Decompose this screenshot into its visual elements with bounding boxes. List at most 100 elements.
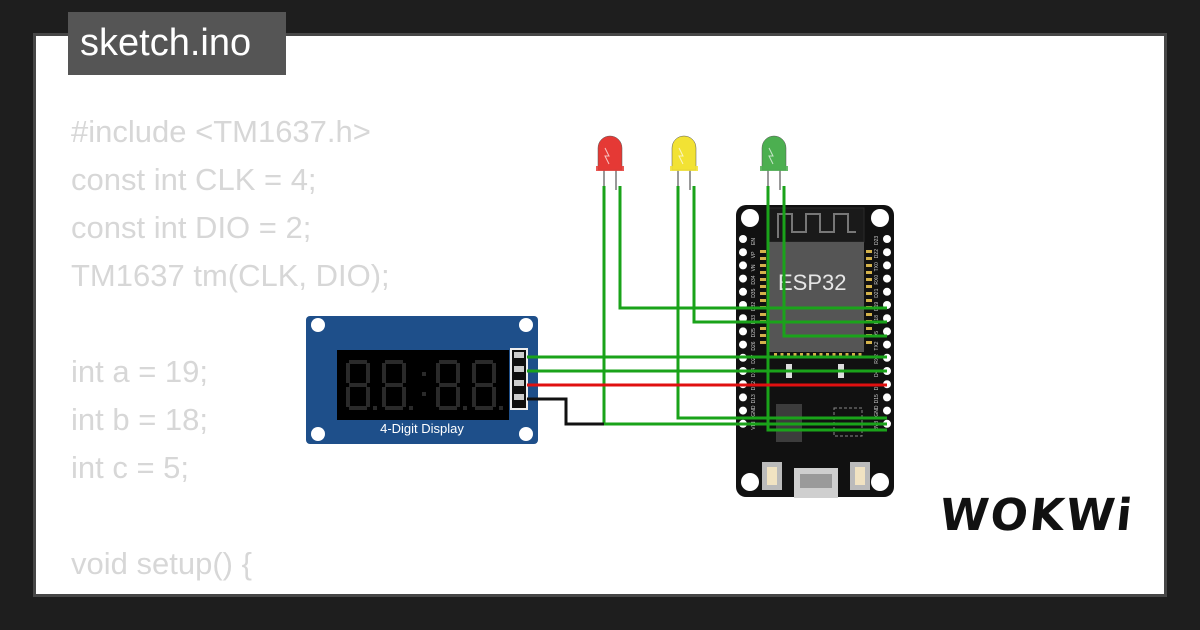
code-line: int c = 5; [71,450,190,485]
colon-dot [422,372,426,376]
segment [382,387,386,407]
pin-left[interactable] [739,261,747,270]
pin-label: D32 [751,302,757,311]
pin-right[interactable] [883,261,891,270]
wire[interactable] [527,397,604,426]
display-label: 4-Digit Display [380,421,464,436]
segment [385,406,403,410]
segment [439,383,457,387]
esp32-label: ESP32 [778,270,847,295]
pin-left[interactable] [739,235,747,243]
pin-label: D2 [874,384,880,391]
usb-chip [833,407,863,437]
pin-left[interactable] [739,393,747,402]
segment [436,387,440,407]
pin-label: D18 [874,315,880,324]
pin-label: VP [751,251,757,258]
pin-label: D5 [874,331,880,338]
pin-right[interactable] [883,340,891,349]
segment [472,363,476,383]
led-green[interactable] [760,135,788,190]
pin-right[interactable] [883,235,891,243]
pin-label: D22 [874,249,880,258]
decimal-point [499,406,503,410]
segment [385,383,403,387]
wire[interactable] [618,186,887,310]
decimal-point [463,406,467,410]
segment [492,387,496,407]
segment [456,387,460,407]
pin-label: VN [751,264,757,271]
led-yellow[interactable] [670,135,698,190]
pin-right[interactable] [883,406,891,415]
pin-right[interactable] [883,248,891,257]
led-red[interactable] [596,135,624,190]
pin-left[interactable] [739,248,747,257]
colon-dot [422,392,426,396]
segment [402,363,406,383]
pin-left[interactable] [739,287,747,296]
pin-label: D34 [751,275,757,284]
filename-tab[interactable]: sketch.ino [68,12,286,75]
segment [349,406,367,410]
segment [439,406,457,410]
wire[interactable] [766,186,887,432]
pin-label: D13 [751,394,757,403]
pin-label: EN [751,238,757,245]
code-line: #include <TM1637.h> [71,114,371,149]
pin-right[interactable] [883,393,891,402]
pin-label: D19 [874,302,880,311]
preview-card: #include <TM1637.h> const int CLK = 4; con… [33,33,1167,597]
segment [472,387,476,407]
pin-right[interactable] [883,314,891,323]
code-line: const int CLK = 4; [71,162,317,197]
pin-left[interactable] [739,327,747,336]
segment [475,406,493,410]
segment [366,387,370,407]
pin-left[interactable] [739,406,747,415]
segment [439,360,457,364]
segment [385,360,403,364]
segment [346,363,350,383]
pin-label: D33 [751,315,757,324]
pin-right[interactable] [883,287,891,296]
pin-label: D15 [874,394,880,403]
pin-left[interactable] [739,274,747,283]
pin-label: D27 [751,354,757,363]
pin-left[interactable] [739,314,747,323]
segment [349,383,367,387]
pin-label: D25 [751,328,757,337]
segment [349,360,367,364]
code-preview: #include <TM1637.h> const int CLK = 4; con… [71,108,390,588]
pin-left[interactable] [739,340,747,349]
esp32-antenna [767,207,865,243]
digit-segments [346,360,503,410]
segment [366,363,370,383]
segment [436,363,440,383]
segment [475,383,493,387]
segment [346,387,350,407]
pin-label: D35 [751,288,757,297]
pin-label: RX2 [874,354,880,364]
wire[interactable] [692,186,887,324]
pin-label: TX2 [874,341,880,350]
code-line: const int DIO = 2; [71,210,312,245]
pin-right[interactable] [883,274,891,283]
code-line: void setup() { [71,546,252,581]
pin-right[interactable] [883,327,891,336]
code-line: int b = 18; [71,402,209,437]
decimal-point [409,406,413,410]
code-line: int a = 19; [71,354,209,389]
wire[interactable] [782,186,887,338]
wire[interactable] [676,186,887,420]
seven-segment-display-module[interactable]: 4-Digit Display [306,316,538,444]
pin-label: D21 [874,288,880,297]
pin-label: D26 [751,341,757,350]
segment [456,363,460,383]
pin-label: D23 [874,236,880,245]
pin-label: GND [874,405,880,417]
segment [402,387,406,407]
wires [514,186,887,432]
